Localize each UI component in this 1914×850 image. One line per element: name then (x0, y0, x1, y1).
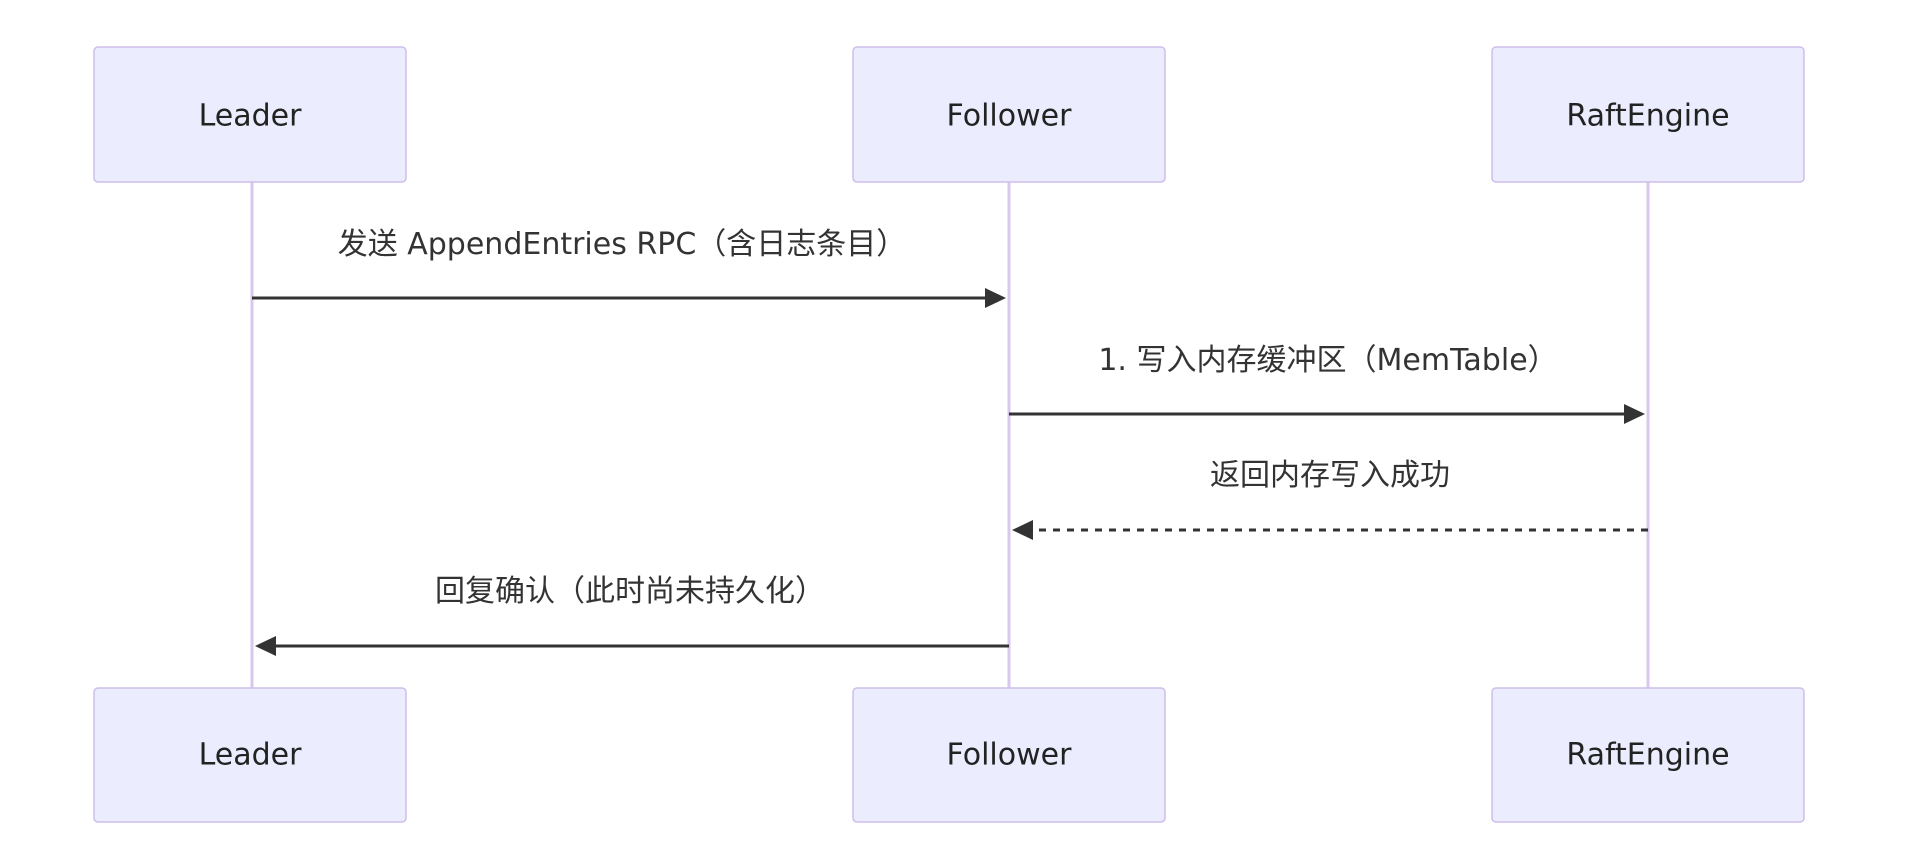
actor-label: Leader (199, 99, 303, 134)
arrowhead-right (985, 288, 1006, 308)
arrowhead-left (255, 636, 276, 656)
actor-follower-top: Follower (852, 46, 1166, 183)
actor-label: RaftEngine (1566, 99, 1729, 134)
message-label: 返回内存写入成功 (1210, 458, 1450, 493)
arrowhead-right (1624, 404, 1645, 424)
actor-raftengine-top: RaftEngine (1491, 46, 1805, 183)
message-4: 回复确认（此时尚未持久化） (255, 574, 1009, 656)
actor-label: Follower (947, 738, 1073, 773)
message-label: 回复确认（此时尚未持久化） (435, 574, 825, 609)
actor-leader-top: Leader (93, 46, 407, 183)
actor-label: Follower (947, 99, 1073, 134)
message-label: 发送 AppendEntries RPC（含日志条目） (338, 227, 907, 262)
message-3: 返回内存写入成功 (1012, 458, 1648, 540)
actor-raftengine-bottom: RaftEngine (1491, 687, 1805, 823)
message-1: 发送 AppendEntries RPC（含日志条目） (252, 227, 1006, 308)
actor-label: Leader (199, 738, 303, 773)
arrowhead-left (1012, 520, 1033, 540)
actor-leader-bottom: Leader (93, 687, 407, 823)
actor-label: RaftEngine (1566, 738, 1729, 773)
message-label: 1. 写入内存缓冲区（MemTable） (1098, 343, 1557, 378)
actor-follower-bottom: Follower (852, 687, 1166, 823)
message-2: 1. 写入内存缓冲区（MemTable） (1009, 343, 1645, 424)
